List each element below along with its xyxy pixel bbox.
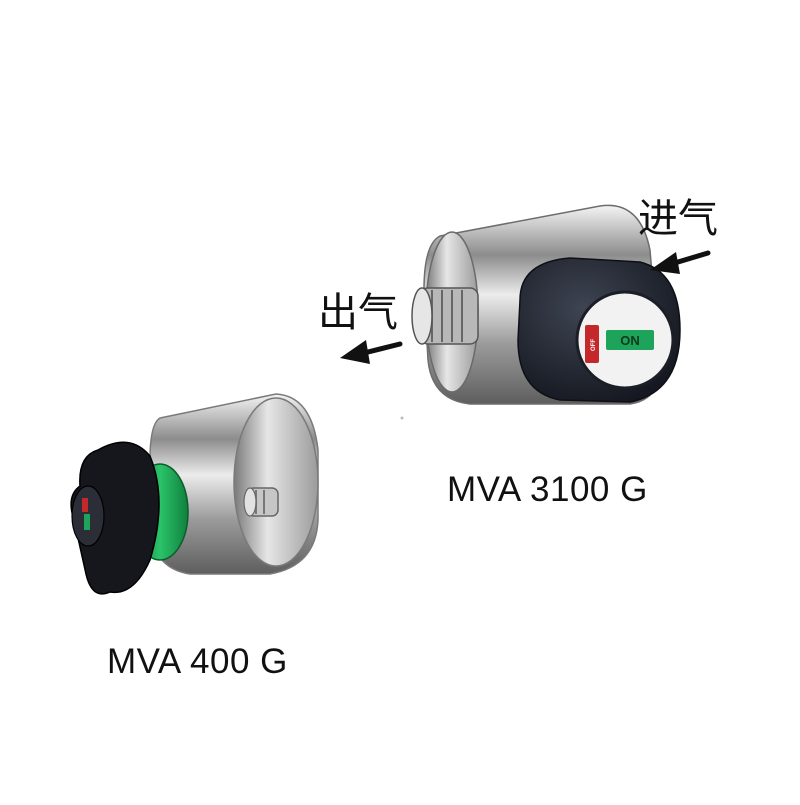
- arrow-left-icon: [650, 250, 711, 274]
- outlet-nipple: [411, 287, 479, 345]
- status-on-text: ON: [620, 333, 640, 348]
- inlet-label: 进气: [638, 196, 718, 242]
- status-off-text: OFF: [591, 339, 597, 351]
- model-label-mva-3100-g: MVA 3100 G: [447, 470, 648, 509]
- status-off-marker: [585, 325, 599, 363]
- valve-mva-400-g: [70, 393, 319, 595]
- speck: [400, 416, 404, 420]
- valve-mva-3100-g: ON OFF: [340, 204, 711, 405]
- arrow-left-icon: [340, 340, 403, 364]
- handwheel-knob: ON OFF: [517, 257, 681, 403]
- outlet-label: 出气: [318, 290, 398, 336]
- status-off-marker: [82, 498, 88, 512]
- handwheel-knob: [70, 441, 160, 595]
- model-label-mva-400-g: MVA 400 G: [107, 642, 288, 681]
- status-on-marker: [84, 514, 90, 530]
- status-on-marker: [606, 330, 654, 350]
- outlet-fitting: [243, 487, 279, 517]
